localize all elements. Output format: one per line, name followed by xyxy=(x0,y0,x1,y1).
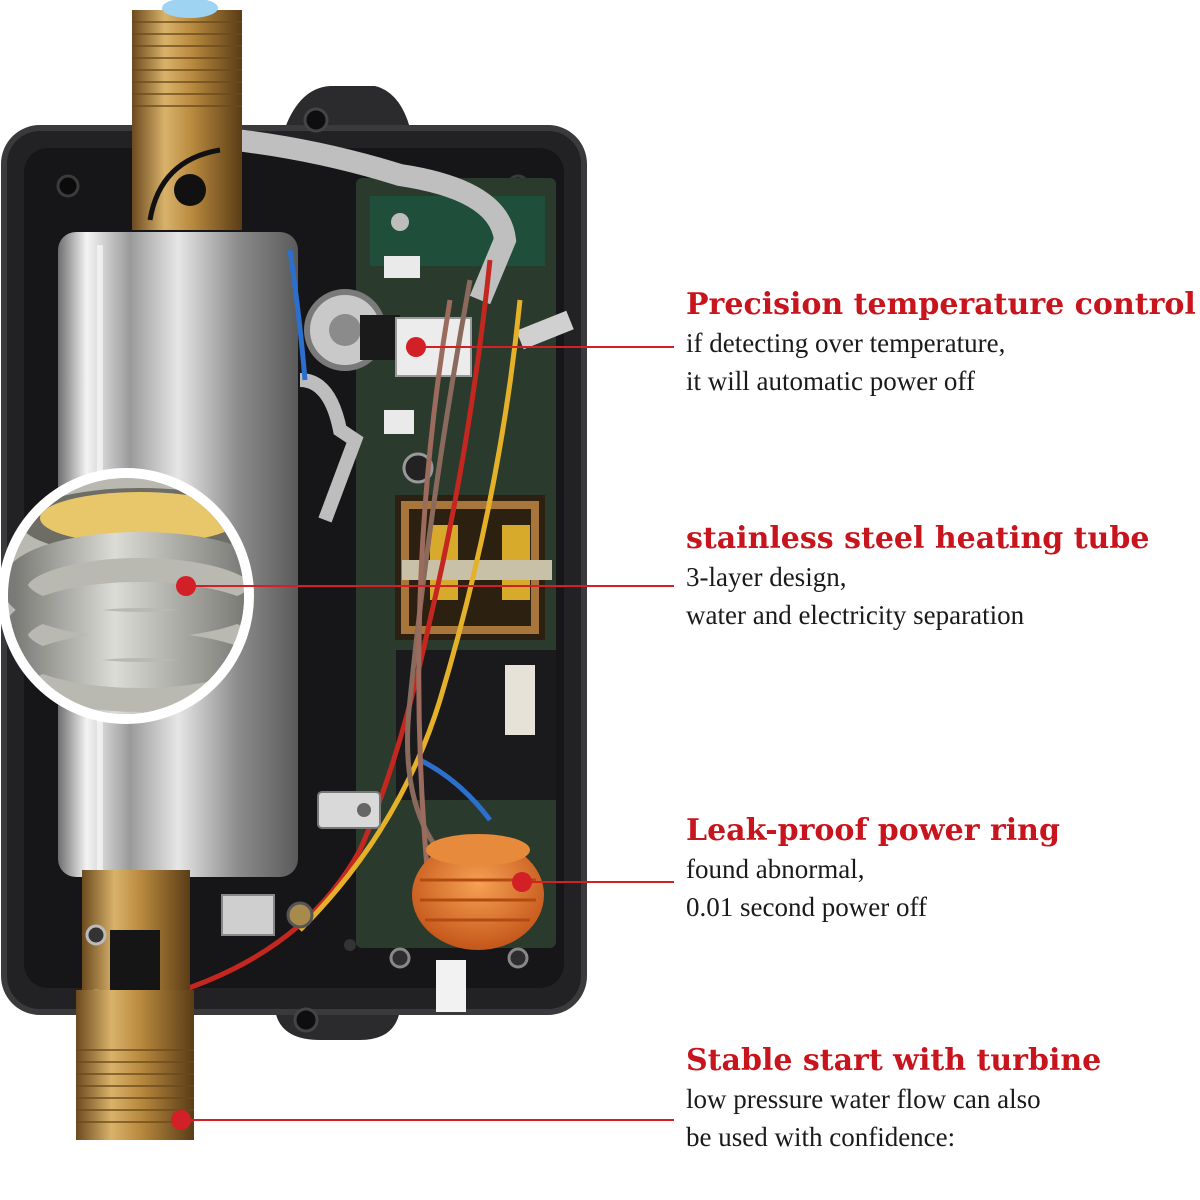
callout-pointer-temperature xyxy=(406,337,674,357)
orange-power-ring xyxy=(412,840,544,950)
callout-turbine: Stable start with turbine low pressure w… xyxy=(686,1042,1196,1156)
callout-line: water and electricity separation xyxy=(686,600,1025,630)
callout-title: Stable start with turbine xyxy=(686,1043,1102,1078)
callout-line: it will automatic power off xyxy=(686,366,975,396)
blue-wire xyxy=(287,249,492,822)
callout-heating-tube: stainless steel heating tube 3-layer des… xyxy=(686,520,1196,634)
callout-pointer-power-ring xyxy=(512,872,674,892)
callout-line: low pressure water flow can also xyxy=(686,1084,1041,1114)
callout-line: 3-layer design, xyxy=(686,562,847,592)
callout-title: stainless steel heating tube xyxy=(686,521,1150,556)
callout-pointer-turbine xyxy=(171,1110,674,1130)
callout-title: Precision temperature control xyxy=(686,287,1196,322)
callout-power-ring: Leak-proof power ring found abnormal, 0.… xyxy=(686,812,1196,926)
red-wire xyxy=(149,259,493,1003)
ribbon-cable xyxy=(234,129,517,305)
callout-title: Leak-proof power ring xyxy=(686,813,1060,848)
callout-temperature-control: Precision temperature control if detecti… xyxy=(686,286,1196,400)
callout-pointer-heating-tube xyxy=(176,576,674,596)
callout-line: found abnormal, xyxy=(686,854,865,884)
callout-line: 0.01 second power off xyxy=(686,892,927,922)
cylinder-clamp xyxy=(317,791,381,829)
callout-line: be used with confidence: xyxy=(686,1122,956,1152)
callout-line: if detecting over temperature, xyxy=(686,328,1006,358)
yellow-wire xyxy=(298,299,523,932)
